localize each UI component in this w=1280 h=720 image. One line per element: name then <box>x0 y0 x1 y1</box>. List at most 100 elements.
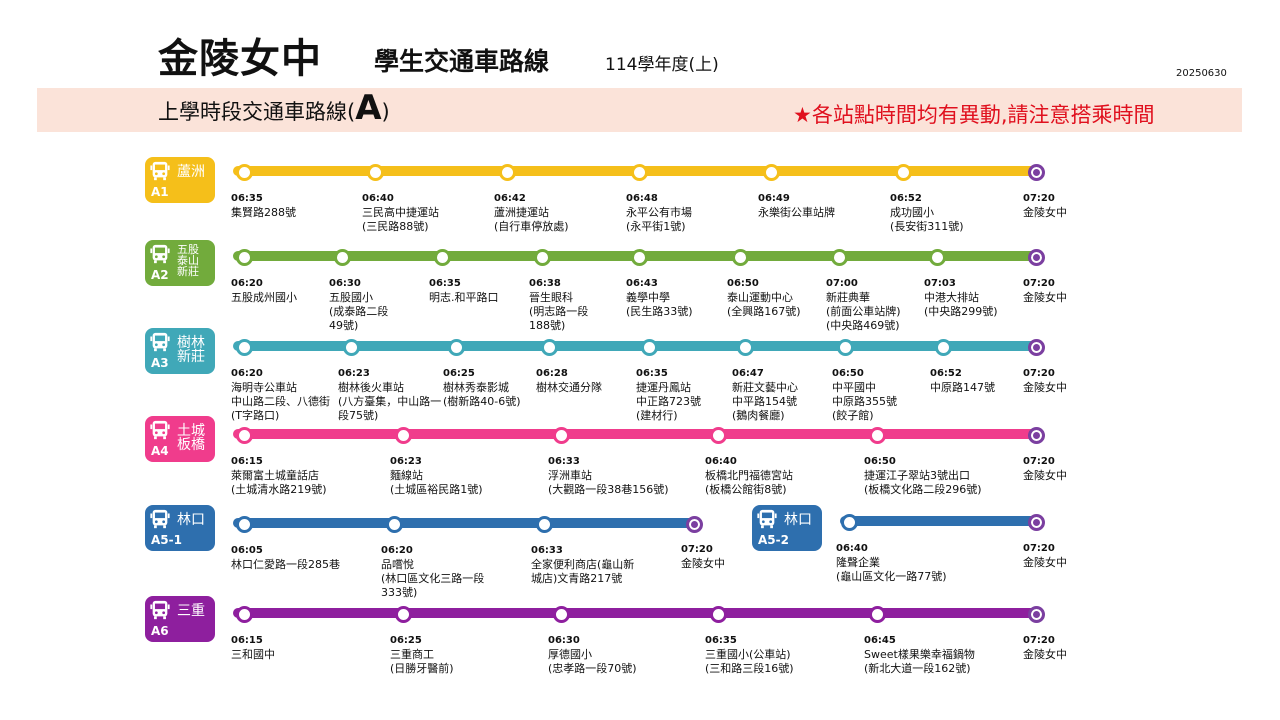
stop-time: 07:20 <box>1023 543 1055 554</box>
stop-marker <box>236 249 253 266</box>
route-area: 樹林 新莊 <box>177 335 205 365</box>
stop-name: 捷運丹鳳站 中正路723號 (建材行) <box>636 381 701 422</box>
stop-marker <box>334 249 351 266</box>
stop-name: 金陵女中 <box>1023 556 1067 569</box>
document-subtitle: 學生交通車路線 <box>374 47 550 76</box>
stop-name: 明志.和平路口 <box>429 291 499 304</box>
stop-name: 中港大排站 (中央路299號) <box>924 291 998 318</box>
section-heading-letter: A <box>355 88 382 128</box>
stop-time: 06:30 <box>329 278 361 289</box>
terminal-stop-marker <box>1028 606 1045 623</box>
stop-name: 樹林秀泰影城 (樹新路40-6號) <box>443 381 521 408</box>
stop-time: 06:42 <box>494 193 526 204</box>
stop-name: 林口仁愛路一段285巷 <box>231 558 340 571</box>
route-line <box>233 608 1040 618</box>
bus-icon <box>756 508 778 530</box>
stop-time: 07:00 <box>826 278 858 289</box>
school-title: 金陵女中 <box>158 36 322 82</box>
route-label-a6: A6 三重 <box>145 596 215 642</box>
stop-marker <box>869 427 886 444</box>
route-code: A2 <box>151 268 169 282</box>
stop-time: 06:23 <box>338 368 370 379</box>
school-year: 114學年度(上) <box>605 55 719 75</box>
bus-icon <box>149 331 171 353</box>
stop-name: 萊爾富土城童話店 (土城清水路219號) <box>231 469 327 496</box>
stop-name: 金陵女中 <box>1023 469 1067 482</box>
terminal-stop-marker <box>1028 427 1045 444</box>
stop-name: 金陵女中 <box>1023 648 1067 661</box>
stop-name: 三重國小(公車站) (三和路三段16號) <box>705 648 794 675</box>
stop-time: 06:40 <box>836 543 868 554</box>
stop-time: 06:35 <box>429 278 461 289</box>
stop-time: 06:52 <box>930 368 962 379</box>
stop-marker <box>236 339 253 356</box>
stop-name: 厚德國小 (忠孝路一段70號) <box>548 648 637 675</box>
stop-time: 07:20 <box>1023 635 1055 646</box>
stop-name: 蘆洲捷運站 (自行車停放處) <box>494 206 569 233</box>
stop-marker <box>732 249 749 266</box>
stop-name: 新莊文藝中心 中平路154號 (鵝肉餐廳) <box>732 381 798 422</box>
stop-marker <box>499 164 516 181</box>
stop-time: 06:43 <box>626 278 658 289</box>
stop-name: 樹林交通分隊 <box>536 381 602 394</box>
stop-marker <box>434 249 451 266</box>
route-code: A6 <box>151 624 169 638</box>
stop-time: 06:25 <box>390 635 422 646</box>
route-area: 三重 <box>177 603 205 619</box>
stop-name: 捷運江子翠站3號出口 (板橋文化路二段296號) <box>864 469 982 496</box>
stop-name: 金陵女中 <box>1023 291 1067 304</box>
stop-name: 義學中學 (民生路33號) <box>626 291 693 318</box>
route-area: 林口 <box>177 512 205 528</box>
stop-marker <box>895 164 912 181</box>
stop-name: 永樂街公車站牌 <box>758 206 835 219</box>
route-line <box>233 429 1040 439</box>
stop-marker <box>395 427 412 444</box>
section-heading-text: 上學時段交通車路線( <box>158 100 356 124</box>
document-date: 20250630 <box>1176 68 1227 79</box>
route-code: A4 <box>151 444 169 458</box>
bus-icon <box>149 243 171 265</box>
stop-name: 中平國中 中原路355號 (餃子館) <box>832 381 897 422</box>
route-code: A3 <box>151 356 169 370</box>
stop-marker <box>710 427 727 444</box>
stop-name: 浮洲車站 (大觀路一段38巷156號) <box>548 469 669 496</box>
stop-name: 品嚐悅 (林口區文化三路一段 333號) <box>381 558 485 599</box>
stop-marker <box>541 339 558 356</box>
stop-name: 集賢路288號 <box>231 206 296 219</box>
stop-name: 晉生眼科 (明志路一段 188號) <box>529 291 589 332</box>
stop-time: 06:30 <box>548 635 580 646</box>
stop-marker <box>236 606 253 623</box>
stop-name: 樹林後火車站 (八方臺集，中山路一 段75號) <box>338 381 442 422</box>
route-area: 蘆洲 <box>177 164 205 180</box>
stop-marker <box>737 339 754 356</box>
stop-marker <box>935 339 952 356</box>
stop-name: 海明寺公車站 中山路二段、八德街 (T字路口) <box>231 381 330 422</box>
timing-notice: ★各站點時間均有異動,請注意搭乘時間 <box>793 103 1155 127</box>
stop-name: 隆聲企業 (龜山區文化一路77號) <box>836 556 947 583</box>
stop-time: 06:35 <box>636 368 668 379</box>
stop-name: 五股成州國小 <box>231 291 297 304</box>
stop-marker <box>534 249 551 266</box>
terminal-stop-marker <box>686 516 703 533</box>
stop-time: 06:47 <box>732 368 764 379</box>
stop-name: 新莊典華 (前面公車站牌) (中央路469號) <box>826 291 901 332</box>
stop-time: 06:45 <box>864 635 896 646</box>
stop-name: 麵線站 (土城區裕民路1號) <box>390 469 483 496</box>
bus-icon <box>149 419 171 441</box>
bus-icon <box>149 508 171 530</box>
stop-time: 06:33 <box>548 456 580 467</box>
terminal-stop-marker <box>1028 339 1045 356</box>
stop-time: 06:40 <box>362 193 394 204</box>
stop-marker <box>710 606 727 623</box>
stop-marker <box>236 427 253 444</box>
stop-time: 06:52 <box>890 193 922 204</box>
stop-name: 三重商工 (日勝牙醫前) <box>390 648 454 675</box>
route-area: 林口 <box>784 512 812 528</box>
stop-time: 06:15 <box>231 635 263 646</box>
stop-name: 中原路147號 <box>930 381 995 394</box>
stop-time: 07:20 <box>1023 193 1055 204</box>
stop-time: 06:38 <box>529 278 561 289</box>
stop-time: 06:25 <box>443 368 475 379</box>
